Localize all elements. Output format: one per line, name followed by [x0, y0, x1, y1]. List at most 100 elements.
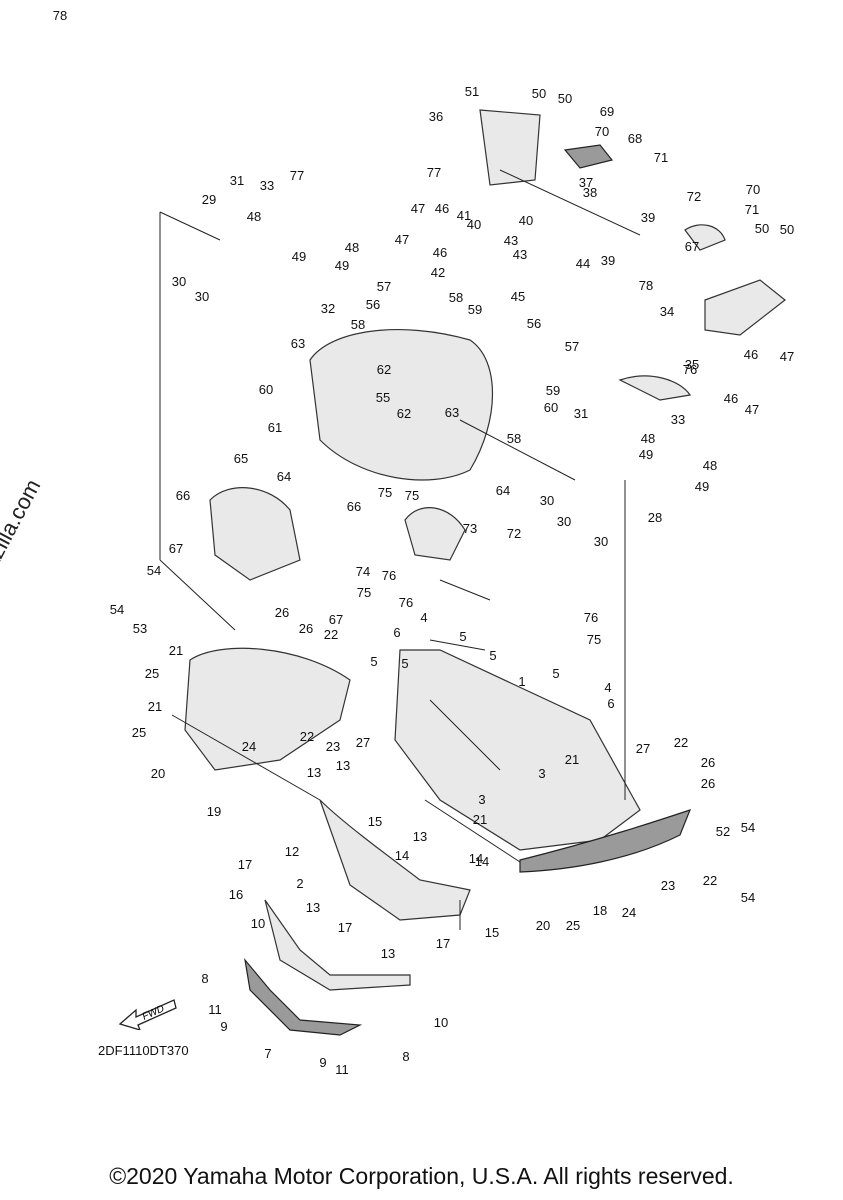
callout-26: 26: [701, 755, 715, 770]
callout-68: 68: [628, 131, 642, 146]
callout-47: 47: [745, 402, 759, 417]
part-side-cowling-left: [184, 647, 351, 771]
callout-8: 8: [402, 1049, 409, 1064]
callout-42: 42: [431, 265, 445, 280]
diagram-code: 2DF1110DT370: [98, 1043, 189, 1058]
callout-47: 47: [395, 232, 409, 247]
fwd-arrow-icon: FWD: [118, 999, 177, 1030]
part-bottom-cowl: [264, 899, 411, 991]
callout-14: 14: [469, 851, 483, 866]
callout-8: 8: [201, 971, 208, 986]
callout-64: 64: [277, 469, 291, 484]
callout-22: 22: [674, 735, 688, 750]
callout-65: 65: [234, 451, 248, 466]
callout-67: 67: [169, 541, 183, 556]
callout-24: 24: [242, 739, 256, 754]
callout-66: 66: [347, 499, 361, 514]
part-shapes: [184, 109, 786, 1036]
part-air-duct: [618, 375, 692, 401]
callout-14: 14: [475, 854, 489, 869]
callout-58: 58: [351, 317, 365, 332]
callout-46: 46: [744, 347, 758, 362]
callout-49: 49: [335, 258, 349, 273]
callout-50: 50: [558, 91, 572, 106]
callout-3: 3: [538, 766, 545, 781]
callout-58: 58: [449, 290, 463, 305]
callout-26: 26: [701, 776, 715, 791]
callout-67: 67: [685, 239, 699, 254]
callout-5: 5: [401, 656, 408, 671]
callout-74: 74: [356, 564, 370, 579]
callout-17: 17: [338, 920, 352, 935]
callout-63: 63: [445, 405, 459, 420]
part-mirror-cover: [563, 144, 614, 169]
callout-37: 37: [579, 175, 593, 190]
callout-46: 46: [724, 391, 738, 406]
callout-30: 30: [540, 493, 554, 508]
callout-15: 15: [368, 814, 382, 829]
callout-48: 48: [641, 431, 655, 446]
callout-38: 38: [583, 185, 597, 200]
callout-34: 34: [660, 304, 674, 319]
callout-17: 17: [436, 936, 450, 951]
callout-20: 20: [536, 918, 550, 933]
callout-13: 13: [307, 765, 321, 780]
callout-56: 56: [366, 297, 380, 312]
callout-19: 19: [207, 804, 221, 819]
callout-53: 53: [133, 621, 147, 636]
callout-59: 59: [468, 302, 482, 317]
callout-40: 40: [467, 217, 481, 232]
callout-70: 70: [595, 124, 609, 139]
callout-54: 54: [741, 890, 755, 905]
callout-30: 30: [195, 289, 209, 304]
callout-1: 1: [518, 674, 525, 689]
callout-70: 70: [746, 182, 760, 197]
callout-43: 43: [513, 247, 527, 262]
callout-13: 13: [381, 946, 395, 961]
callout-13: 13: [306, 900, 320, 915]
callout-30: 30: [594, 534, 608, 549]
callout-39: 39: [601, 253, 615, 268]
callout-49: 49: [695, 479, 709, 494]
callout-72: 72: [687, 189, 701, 204]
callout-62: 62: [397, 406, 411, 421]
callout-32: 32: [321, 301, 335, 316]
callout-9: 9: [319, 1055, 326, 1070]
callout-6: 6: [607, 696, 614, 711]
callout-46: 46: [435, 201, 449, 216]
callout-36: 36: [429, 109, 443, 124]
callout-39: 39: [641, 210, 655, 225]
callout-50: 50: [532, 86, 546, 101]
callout-64: 64: [496, 483, 510, 498]
callout-77: 77: [290, 168, 304, 183]
callout-69: 69: [600, 104, 614, 119]
callout-5: 5: [489, 648, 496, 663]
callout-12: 12: [285, 844, 299, 859]
callout-5: 5: [370, 654, 377, 669]
callout-11: 11: [208, 1002, 222, 1017]
callout-58: 58: [507, 431, 521, 446]
callout-28: 28: [648, 510, 662, 525]
callout-23: 23: [326, 739, 340, 754]
callout-48: 48: [247, 209, 261, 224]
callout-75: 75: [587, 632, 601, 647]
callout-21: 21: [565, 752, 579, 767]
part-mirror-right: [704, 279, 786, 336]
callout-45: 45: [511, 289, 525, 304]
callout-13: 13: [336, 758, 350, 773]
callout-40: 40: [519, 213, 533, 228]
callout-18: 18: [593, 903, 607, 918]
callout-57: 57: [565, 339, 579, 354]
callout-33: 33: [671, 412, 685, 427]
callout-78: 78: [53, 8, 67, 23]
callout-33: 33: [260, 178, 274, 193]
callout-9: 9: [220, 1019, 227, 1034]
part-upper-cowling: [309, 328, 493, 481]
callout-48: 48: [345, 240, 359, 255]
callout-26: 26: [275, 605, 289, 620]
callout-75: 75: [378, 485, 392, 500]
callout-54: 54: [110, 602, 124, 617]
callout-47: 47: [780, 349, 794, 364]
callout-30: 30: [557, 514, 571, 529]
copyright-notice: ©2020 Yamaha Motor Corporation, U.S.A. A…: [109, 1163, 734, 1189]
